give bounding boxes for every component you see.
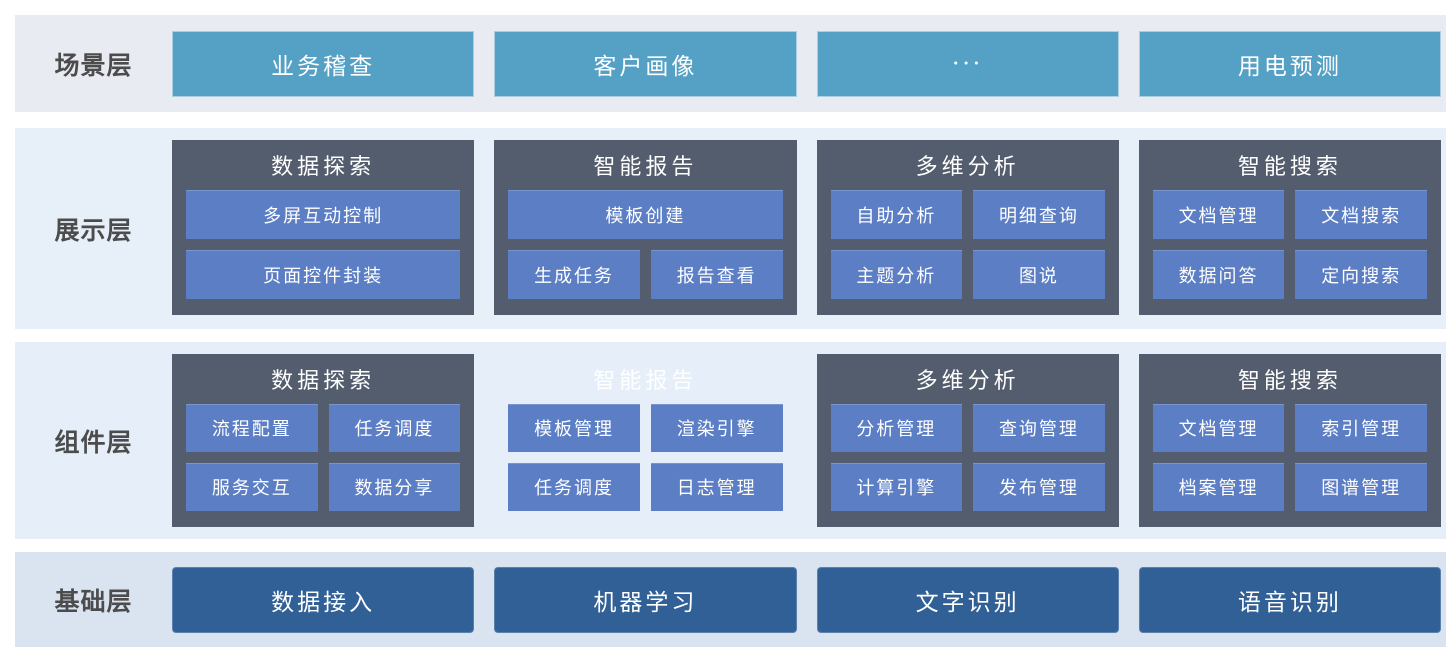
group-title: 智能搜索 bbox=[1237, 369, 1342, 394]
module-button: 定向搜索 bbox=[1295, 250, 1427, 299]
foundation-layer-label: 基础层 bbox=[54, 587, 133, 616]
group-items: 分析管理查询管理计算引擎发布管理 bbox=[830, 404, 1105, 511]
group-title: 智能报告 bbox=[593, 369, 698, 394]
scenario-button: 客户画像 bbox=[494, 30, 797, 97]
scenario-layer-label: 场景层 bbox=[54, 51, 133, 80]
module-button: 页面控件封装 bbox=[186, 250, 461, 299]
group-items: 流程配置任务调度服务交互数据分享 bbox=[186, 404, 461, 511]
module-button: 文档管理 bbox=[1152, 190, 1285, 239]
module-button: 计算引擎 bbox=[830, 463, 963, 511]
module-button: 图谱管理 bbox=[1295, 463, 1427, 511]
module-button: 档案管理 bbox=[1152, 463, 1285, 511]
foundation-button: 机器学习 bbox=[494, 566, 797, 633]
module-button: 索引管理 bbox=[1295, 404, 1427, 452]
module-button: 模板管理 bbox=[508, 404, 640, 452]
module-button: 流程配置 bbox=[186, 404, 318, 452]
presentation-layer-band: 展示层 数据探索多屏互动控制页面控件封装智能报告模板创建生成任务报告查看多维分析… bbox=[15, 128, 1446, 329]
scenario-button: ··· bbox=[816, 30, 1119, 97]
group-title: 智能搜索 bbox=[1237, 155, 1342, 180]
group-items: 自助分析明细查询主题分析图说 bbox=[830, 190, 1105, 299]
component-layer-band: 组件层 数据探索流程配置任务调度服务交互数据分享智能报告模板管理渲染引擎任务调度… bbox=[15, 342, 1446, 539]
group-card: 智能搜索文档管理文档搜索数据问答定向搜索 bbox=[1138, 140, 1441, 315]
group-card: 多维分析自助分析明细查询主题分析图说 bbox=[816, 140, 1119, 315]
foundation-layer-band: 基础层 数据接入机器学习文字识别语音识别 bbox=[15, 552, 1446, 647]
group-title: 多维分析 bbox=[915, 155, 1020, 180]
group-title: 智能报告 bbox=[593, 155, 698, 180]
group-card: 智能搜索文档管理索引管理档案管理图谱管理 bbox=[1138, 354, 1441, 527]
group-items: 文档管理文档搜索数据问答定向搜索 bbox=[1152, 190, 1427, 299]
module-button: 生成任务 bbox=[508, 250, 640, 299]
module-button: 日志管理 bbox=[650, 463, 783, 511]
presentation-layer-label: 展示层 bbox=[54, 216, 133, 245]
module-button: 多屏互动控制 bbox=[186, 190, 461, 239]
module-button: 自助分析 bbox=[830, 190, 963, 239]
presentation-layer-content: 数据探索多屏互动控制页面控件封装智能报告模板创建生成任务报告查看多维分析自助分析… bbox=[172, 128, 1446, 329]
foundation-layer-content: 数据接入机器学习文字识别语音识别 bbox=[172, 552, 1446, 647]
module-button: 分析管理 bbox=[830, 404, 963, 452]
group-items: 文档管理索引管理档案管理图谱管理 bbox=[1152, 404, 1427, 511]
module-button: 渲染引擎 bbox=[650, 404, 783, 452]
group-title: 数据探索 bbox=[271, 155, 376, 180]
group-items: 模板管理渲染引擎任务调度日志管理 bbox=[508, 404, 783, 511]
module-button: 任务调度 bbox=[328, 404, 461, 452]
module-button: 明细查询 bbox=[973, 190, 1105, 239]
foundation-button: 文字识别 bbox=[816, 566, 1119, 633]
group-card: 数据探索流程配置任务调度服务交互数据分享 bbox=[172, 354, 475, 527]
module-button: 文档管理 bbox=[1152, 404, 1285, 452]
component-layer-label: 组件层 bbox=[54, 428, 133, 457]
module-button: 数据分享 bbox=[328, 463, 461, 511]
group-card: 多维分析分析管理查询管理计算引擎发布管理 bbox=[816, 354, 1119, 527]
group-title: 多维分析 bbox=[915, 369, 1020, 394]
module-button: 服务交互 bbox=[186, 463, 318, 511]
module-button: 报告查看 bbox=[650, 250, 783, 299]
module-button: 任务调度 bbox=[508, 463, 640, 511]
scenario-layer-band: 场景层 业务稽查客户画像 ··· 用电预测 bbox=[15, 15, 1446, 112]
group-card: 智能报告模板管理渲染引擎任务调度日志管理 bbox=[494, 354, 796, 527]
group-title: 数据探索 bbox=[271, 369, 376, 394]
foundation-button: 数据接入 bbox=[172, 566, 475, 633]
module-button: 文档搜索 bbox=[1295, 190, 1427, 239]
module-button: 查询管理 bbox=[973, 404, 1105, 452]
scenario-layer-content: 业务稽查客户画像 ··· 用电预测 bbox=[172, 15, 1446, 112]
scenario-button: 业务稽查 bbox=[172, 30, 475, 97]
scenario-button: 用电预测 bbox=[1138, 30, 1441, 97]
group-items: 模板创建生成任务报告查看 bbox=[508, 190, 783, 299]
component-layer-content: 数据探索流程配置任务调度服务交互数据分享智能报告模板管理渲染引擎任务调度日志管理… bbox=[172, 342, 1446, 539]
module-button: 模板创建 bbox=[508, 190, 783, 239]
group-card: 数据探索多屏互动控制页面控件封装 bbox=[172, 140, 475, 315]
group-card: 智能报告模板创建生成任务报告查看 bbox=[494, 140, 797, 315]
foundation-button: 语音识别 bbox=[1138, 566, 1441, 633]
module-button: 发布管理 bbox=[973, 463, 1105, 511]
module-button: 图说 bbox=[973, 250, 1105, 299]
group-items: 多屏互动控制页面控件封装 bbox=[186, 190, 461, 299]
module-button: 主题分析 bbox=[830, 250, 963, 299]
module-button: 数据问答 bbox=[1152, 250, 1285, 299]
